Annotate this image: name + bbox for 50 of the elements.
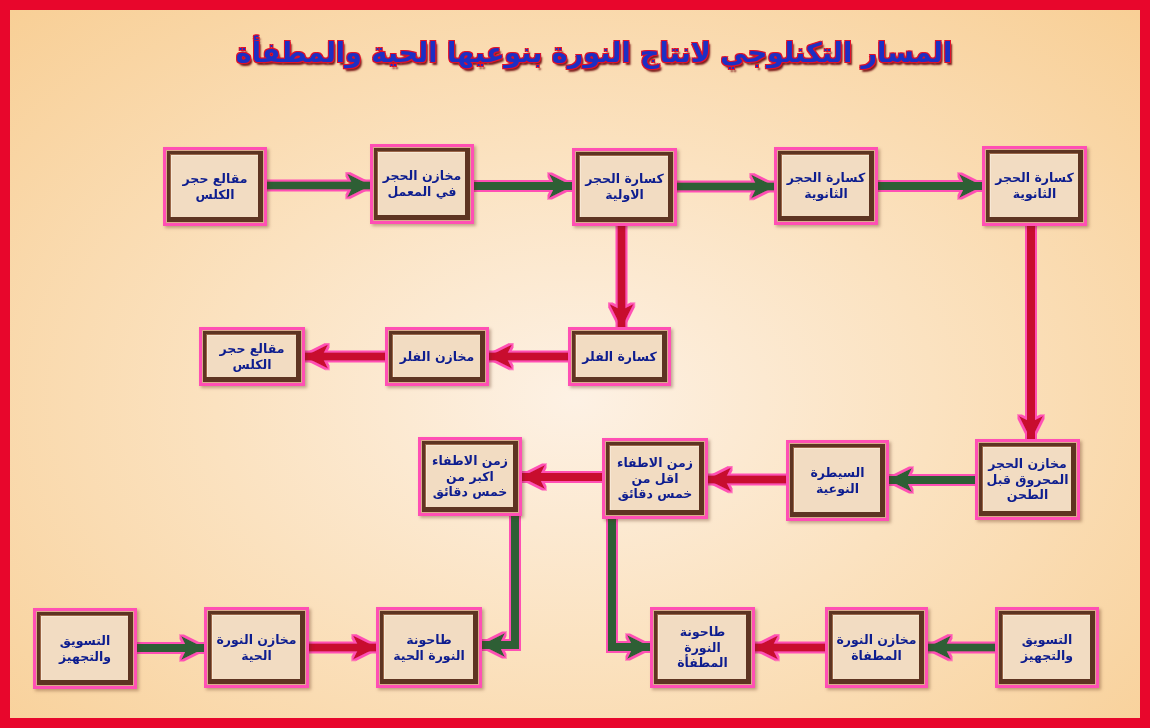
box-label: كسارة الحجر الثانوية <box>993 170 1075 202</box>
process-box <box>370 144 474 224</box>
box-label: زمن الاطفاء اكبر من خمس دقائق <box>431 453 509 500</box>
process-box <box>418 437 522 516</box>
box-label: طاحونة النورة الحية <box>392 631 466 664</box>
arrow <box>481 516 519 657</box>
arrow <box>677 174 775 199</box>
process-box <box>602 438 708 519</box>
arrow <box>488 344 568 369</box>
process-box <box>376 607 482 688</box>
box-label: التسويق والتجهيز <box>1019 631 1074 664</box>
process-box <box>385 327 489 386</box>
box-label: كسارة الفلر <box>582 348 657 365</box>
box-label: مخازن الحجر في المعمل <box>381 168 463 200</box>
box-label: مخازن الفلر <box>399 348 475 365</box>
box-label: طاحونة النورة المطفأة <box>676 624 729 671</box>
process-box <box>568 327 671 386</box>
process-box <box>995 607 1099 688</box>
arrow <box>521 465 602 489</box>
box-label: مخازن الحجر المحروق قبل الطحن <box>986 456 1069 503</box>
arrow <box>137 636 205 660</box>
box-label: زمن الاطفاء اقل من خمس دقائق <box>616 455 694 502</box>
arrow <box>608 519 651 659</box>
process-box <box>572 148 677 226</box>
box-label: مقالع حجر الكلس <box>218 340 286 373</box>
box-label: مخازن النورة الحية <box>215 631 298 664</box>
box-label: كسارة الحجر الاولية <box>583 171 665 203</box>
process-box <box>204 607 309 688</box>
title: المسار التكنلوجي لانتاج النورة بنوعيها الحية والمطفأة <box>235 34 953 71</box>
arrow <box>888 468 975 492</box>
arrow <box>878 174 983 198</box>
arrow <box>267 173 371 198</box>
process-box <box>982 146 1087 226</box>
process-box <box>786 440 889 521</box>
arrow <box>1019 226 1043 440</box>
process-box <box>163 147 267 226</box>
arrow <box>304 344 385 369</box>
arrow <box>474 174 573 198</box>
process-box <box>825 607 928 688</box>
process-box <box>33 608 137 689</box>
box-label: كسارة الحجر الثانوية <box>785 170 867 202</box>
process-box <box>774 147 878 225</box>
box-label: التسويق والتجهيز <box>57 632 112 665</box>
process-box <box>199 327 305 386</box>
arrow <box>609 226 634 328</box>
process-box <box>650 607 755 688</box>
box-label: مقالع حجر الكلس <box>181 170 249 203</box>
box-label: مخازن النورة المطفاة <box>836 631 917 664</box>
box-label: السيطرة النوعية <box>809 464 866 497</box>
process-box <box>975 439 1080 520</box>
